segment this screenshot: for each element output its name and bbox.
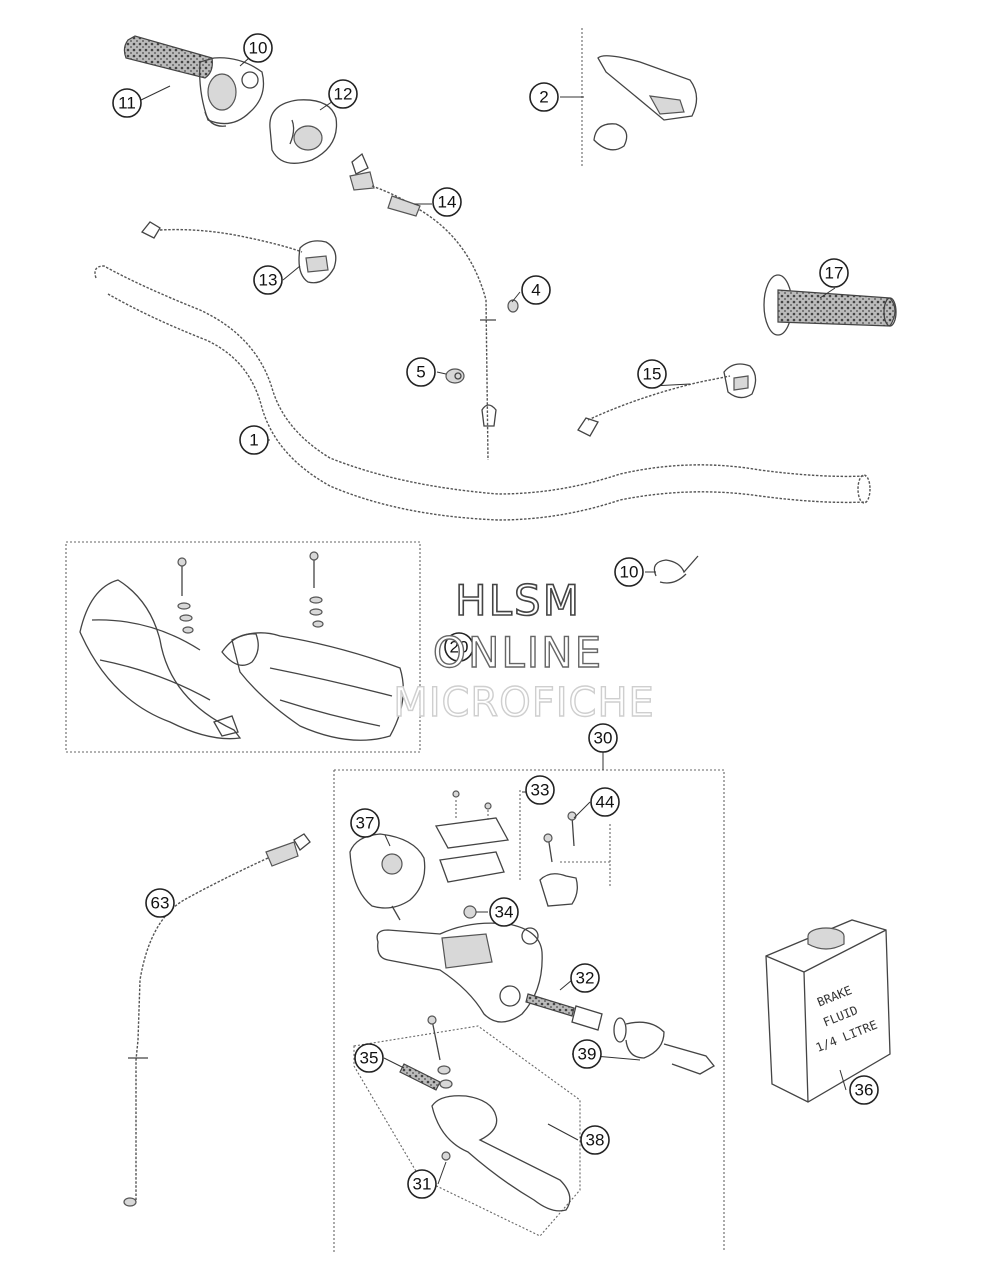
- callout-20: 20: [444, 632, 474, 662]
- kill-switch-part: [140, 221, 337, 284]
- callout-4: 4: [521, 275, 551, 305]
- svg-text:15: 15: [643, 365, 662, 384]
- svg-text:11: 11: [118, 94, 136, 113]
- callout-2: 2: [529, 82, 559, 112]
- svg-text:31: 31: [413, 1175, 432, 1194]
- watermark: HLSM ONLINE MICROFICHE: [392, 575, 655, 727]
- callout-12: 12: [328, 79, 358, 109]
- callout-37: 37: [350, 808, 380, 838]
- callout-10: 10: [243, 33, 273, 63]
- callout-35: 35: [354, 1043, 384, 1073]
- svg-text:14: 14: [438, 193, 457, 212]
- svg-text:30: 30: [594, 729, 613, 748]
- left-grip-part: [763, 274, 897, 336]
- callout-34: 34: [489, 897, 519, 927]
- svg-text:10: 10: [249, 39, 268, 58]
- callout-5: 5: [406, 357, 436, 387]
- watermark-line1: HLSM: [455, 576, 581, 625]
- callout-63: 63: [145, 888, 175, 918]
- svg-text:4: 4: [531, 281, 540, 300]
- svg-text:44: 44: [596, 793, 615, 812]
- callout-13: 13: [253, 265, 283, 295]
- handlebar-part: [94, 265, 871, 521]
- svg-text:33: 33: [531, 781, 550, 800]
- svg-text:2: 2: [539, 88, 548, 107]
- callout-11: 11: [112, 88, 142, 118]
- callout-38: 38: [580, 1125, 610, 1155]
- throttle-cable-part: [349, 152, 497, 461]
- part-2-group: [581, 28, 698, 168]
- small-fasteners: [445, 299, 519, 384]
- callout-30: 30: [588, 723, 618, 753]
- cable-clip-part: [653, 555, 699, 584]
- callout-14: 14: [432, 187, 462, 217]
- callout-32: 32: [570, 963, 600, 993]
- svg-text:13: 13: [259, 271, 278, 290]
- svg-text:35: 35: [360, 1049, 379, 1068]
- callout-31: 31: [407, 1169, 437, 1199]
- svg-text:34: 34: [495, 903, 514, 922]
- handguard-set-group: [65, 541, 421, 753]
- callout-44: 44: [590, 787, 620, 817]
- watermark-line3: MICROFICHE: [393, 680, 655, 726]
- callout-15: 15: [637, 359, 667, 389]
- callout-1: 1: [239, 425, 269, 455]
- brake-line-part: [123, 833, 311, 1207]
- svg-text:1: 1: [249, 431, 258, 450]
- svg-text:39: 39: [578, 1045, 597, 1064]
- svg-text:20: 20: [450, 638, 469, 657]
- brake-fluid-can: BRAKE FLUID 1/4 LITRE: [765, 919, 891, 1103]
- svg-text:17: 17: [825, 264, 844, 283]
- svg-text:5: 5: [416, 363, 425, 382]
- watermark-line2: ONLINE: [433, 628, 603, 677]
- svg-text:63: 63: [151, 894, 170, 913]
- callout-33: 33: [525, 775, 555, 805]
- callout-17: 17: [819, 258, 849, 288]
- svg-text:36: 36: [855, 1081, 874, 1100]
- svg-text:37: 37: [356, 814, 375, 833]
- svg-text:12: 12: [334, 85, 353, 104]
- callout-10b: 10: [614, 557, 644, 587]
- hot-start-cable-part: [577, 363, 757, 437]
- throttle-grip-part: [123, 35, 265, 127]
- callout-36: 36: [849, 1075, 879, 1105]
- svg-text:32: 32: [576, 969, 595, 988]
- cable-housing-part: [269, 99, 338, 164]
- svg-text:10: 10: [620, 563, 639, 582]
- callout-39: 39: [572, 1039, 602, 1069]
- svg-text:38: 38: [586, 1131, 605, 1150]
- brake-cylinder-group: [333, 750, 725, 1252]
